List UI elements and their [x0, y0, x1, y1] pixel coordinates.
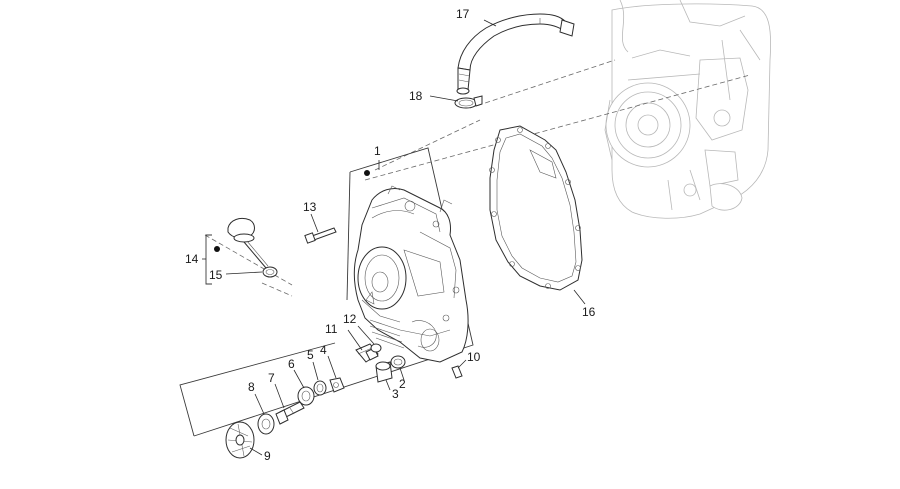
engine-block-ghost: [604, 0, 772, 219]
callout-2: 2: [399, 377, 406, 391]
callout-3: 3: [392, 387, 399, 401]
pump-shaft-7: [275, 401, 305, 425]
callout-10: 10: [467, 350, 481, 364]
crankcase-cover: [353, 185, 469, 363]
callout-7: 7: [268, 371, 275, 385]
callout-12: 12: [343, 312, 357, 326]
item14-bracket: [202, 234, 212, 285]
bolt: [304, 227, 337, 244]
hose-clamp: [454, 95, 483, 109]
callout-11: 11: [325, 322, 338, 336]
callout-18: 18: [409, 89, 423, 103]
callout-17: 17: [456, 7, 470, 21]
callout-4: 4: [320, 343, 327, 357]
seal-ring-8: [257, 413, 275, 435]
callout-8: 8: [248, 380, 255, 394]
dipstick-cap: [227, 217, 269, 269]
callout-13: 13: [303, 200, 317, 214]
callout-15: 15: [209, 268, 223, 282]
dowel-pin-10: [451, 365, 463, 379]
part-4: [329, 377, 345, 393]
reference-lines: [204, 59, 751, 297]
callout-5: 5: [307, 348, 314, 362]
leader-lines: [225, 19, 586, 456]
washer-12: [370, 343, 382, 353]
bush-3: [375, 361, 393, 383]
gasket: [489, 125, 583, 291]
callout-1: 1: [374, 144, 381, 158]
callout-6: 6: [288, 357, 295, 371]
callout-labels: 1 2 3 4 5 6 7 8 9 10 11 12 13 14 15 16 1…: [185, 7, 596, 463]
callout-9: 9: [264, 449, 271, 463]
bearing-6: [297, 386, 315, 406]
impeller-9: [225, 421, 255, 459]
seal-5: [313, 380, 327, 396]
callout-14: 14: [185, 252, 199, 266]
callout-16: 16: [582, 305, 596, 319]
o-ring-15: [262, 266, 278, 278]
feature-dots: [214, 170, 370, 252]
o-ring-2: [390, 355, 406, 369]
coolant-hose: [456, 13, 575, 95]
